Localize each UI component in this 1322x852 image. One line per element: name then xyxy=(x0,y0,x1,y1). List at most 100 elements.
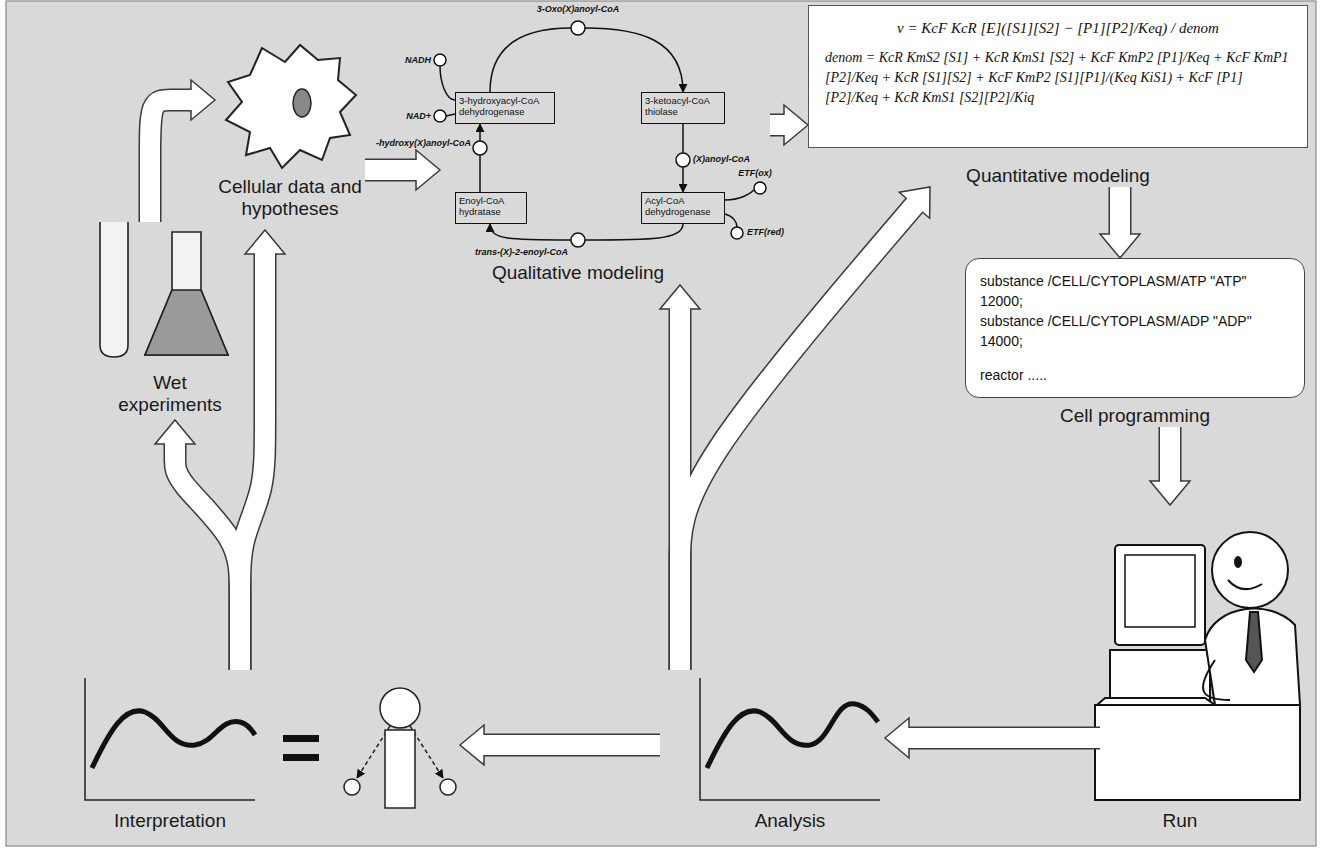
metabolite-label: -hydroxy(X)anoyl-CoA xyxy=(376,138,471,149)
equals-sign xyxy=(283,754,319,761)
flow-arrow-fill xyxy=(365,160,419,180)
flow-arrow-fill xyxy=(1160,427,1180,484)
arrow-outline-layer xyxy=(150,100,1170,745)
flow-arrow-head xyxy=(460,725,484,765)
metabolite-circle xyxy=(571,233,585,247)
pathway-lines xyxy=(446,114,455,116)
stage-illustration: Cellular data and hypotheses xyxy=(215,40,365,230)
rate-equation: denom = KcR KmS2 [S1] + KcR KmS1 [S2] + … xyxy=(825,48,1291,108)
computer-user xyxy=(1228,580,1262,589)
lab-glassware xyxy=(145,232,228,355)
stage-caption: Wet experiments xyxy=(110,372,230,416)
stage-caption: Analysis xyxy=(690,810,890,832)
enzyme-name: 3-hydroxyacyl-CoA dehydrogenase xyxy=(459,95,551,117)
flow-arrow-fill xyxy=(481,735,660,755)
metabolite-circle xyxy=(676,153,690,167)
lab-glassware xyxy=(100,222,228,357)
pathway-lines xyxy=(725,190,754,200)
pathway-lines xyxy=(490,224,571,240)
reaction-symbol xyxy=(380,688,420,728)
enzyme-name: Enoyl-CoA hydratase xyxy=(459,195,523,217)
label-anchor: 3-Oxo(X)anoyl-CoA xyxy=(537,4,620,15)
equals-sign xyxy=(283,735,319,761)
flow-arrow-fill xyxy=(240,251,265,670)
flow-arrow-fill xyxy=(770,115,787,135)
pathway-lines xyxy=(440,28,754,240)
computer-user xyxy=(1235,557,1241,567)
panel xyxy=(6,1,1316,846)
computer-user xyxy=(1110,650,1210,700)
computer-user xyxy=(1205,609,1300,705)
metabolite-circle xyxy=(473,141,487,155)
pathway-lines xyxy=(479,124,481,141)
stage-caption: Run xyxy=(1140,810,1220,832)
cell-shape xyxy=(226,45,356,168)
result-chart xyxy=(85,678,255,800)
label-anchor: trans-(X)-2-enoyl-CoA xyxy=(475,247,568,258)
computer-user xyxy=(1203,660,1230,700)
label-anchor: (X)anoyl-CoA xyxy=(693,154,750,165)
pathway-lines xyxy=(490,28,571,92)
enzyme-name: Acyl-CoA dehydrogenase xyxy=(645,195,721,217)
metabolite-label: 3-Oxo(X)anoyl-CoA xyxy=(537,4,620,15)
flow-arrow-head xyxy=(416,150,440,190)
code-line: substance /CELL/CYTOPLASM/ATP "ATP" 1200… xyxy=(980,271,1290,311)
enzyme-box: Acyl-CoA dehydrogenase xyxy=(641,192,725,224)
equation-box: v = KcF KcR [E]([S1][S2] − [P1][P2]/Keq)… xyxy=(808,5,1308,187)
result-chart xyxy=(92,711,255,768)
stage-illustration: Analysis xyxy=(660,670,885,840)
code-panel: substance /CELL/CYTOPLASM/ATP "ATP" 1200… xyxy=(965,258,1305,398)
label-anchor: ETF(red) xyxy=(747,227,784,238)
reaction-symbol xyxy=(344,688,456,808)
metabolite-label: ETF(red) xyxy=(747,227,784,238)
pathway-panel: Qualitative modeling 3-hydroxyacyl-CoA de… xyxy=(440,5,770,285)
metabolite-circle xyxy=(434,54,446,66)
panel xyxy=(6,1,1316,846)
computer-user xyxy=(1097,698,1215,705)
reaction-symbol xyxy=(385,730,415,808)
label-anchor: ETF(ox) xyxy=(738,168,772,179)
metabolite-label: (X)anoyl-CoA xyxy=(693,154,750,165)
flow-arrow-head xyxy=(885,718,909,758)
metabolite-label: NAD+ xyxy=(406,111,431,122)
metabolite-circle xyxy=(571,21,585,35)
flow-arrow-fill xyxy=(150,100,194,222)
label-anchor: NAD+ xyxy=(406,111,431,122)
stage-caption: Cellular data and hypotheses xyxy=(217,176,363,220)
result-chart xyxy=(85,678,880,800)
pathway-lines xyxy=(440,66,455,100)
computer-user xyxy=(1095,532,1300,800)
result-chart xyxy=(707,704,878,768)
metabolite-circle xyxy=(434,21,766,247)
computer-user xyxy=(1246,612,1262,672)
stage-caption: Interpretation xyxy=(80,810,260,832)
flow-arrow-head xyxy=(245,230,285,254)
flow-arrow-head xyxy=(191,80,215,120)
flow-arrow-head xyxy=(660,285,700,309)
pathway-lines xyxy=(682,167,684,192)
stage-caption: Qualitative modeling xyxy=(478,262,678,284)
pathway-lines xyxy=(682,124,684,153)
pathway-lines xyxy=(585,28,683,92)
equation-panel: v = KcF KcR [E]([S1][S2] − [P1][P2]/Keq)… xyxy=(808,5,1308,148)
flow-arrow-fill xyxy=(906,728,1100,748)
metabolite-circle xyxy=(731,227,743,239)
metabolite-label: ETF(ox) xyxy=(738,168,772,179)
code-line: substance /CELL/CYTOPLASM/ADP "ADP" 1400… xyxy=(980,311,1290,351)
pathway-lines xyxy=(725,214,737,227)
cell-shape xyxy=(293,89,311,117)
cell-shape xyxy=(226,45,356,168)
computer-user xyxy=(1212,532,1288,608)
enzyme-box: Enoyl-CoA hydratase xyxy=(455,192,527,224)
pathway-lines xyxy=(585,224,683,240)
stage-caption: Cell programming xyxy=(965,405,1305,427)
flow-arrow-fill xyxy=(1110,187,1130,237)
code-line: reactor ..... xyxy=(980,365,1290,385)
reaction-symbol xyxy=(344,779,360,795)
computer-user xyxy=(1125,555,1195,627)
metabolite-label: NADH xyxy=(405,55,431,66)
equals-sign xyxy=(283,735,319,742)
lab-glassware xyxy=(145,290,228,355)
